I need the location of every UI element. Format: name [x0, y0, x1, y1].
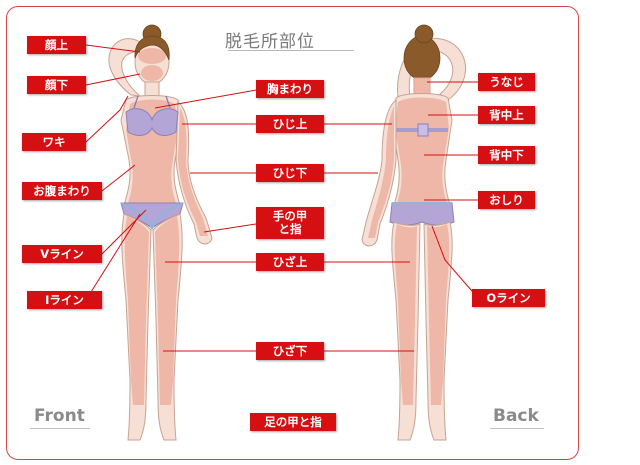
- label-elbow-down: ひじ下: [256, 164, 324, 182]
- label-hip: おしり: [478, 191, 535, 209]
- label-back-lower: 背中下: [478, 146, 535, 164]
- label-o-line: Oライン: [472, 289, 545, 307]
- title-underline: [228, 50, 354, 51]
- back-figure: [361, 24, 466, 441]
- label-i-line: Iライン: [27, 291, 102, 309]
- diagram-title: 脱毛所部位: [225, 32, 315, 52]
- back-view-label: Back: [493, 406, 539, 426]
- label-hand-line2: と指: [278, 222, 302, 236]
- label-abdomen: お腹まわり: [22, 182, 102, 200]
- label-armpit: ワキ: [22, 133, 86, 151]
- label-face-upper: 顔上: [27, 36, 86, 54]
- label-nape: うなじ: [478, 73, 535, 91]
- connector-lines: [85, 44, 479, 352]
- front-view-label: Front: [34, 406, 85, 426]
- label-hand-line1: 手の甲: [272, 209, 308, 224]
- label-knee-up: ひざ上: [256, 253, 324, 271]
- label-foot: 足の甲と指: [250, 413, 336, 431]
- back-view-underline: [490, 428, 544, 429]
- label-v-line: Vライン: [22, 245, 102, 263]
- front-figure: [108, 24, 213, 441]
- front-view-underline: [30, 428, 90, 429]
- label-hand: 手の甲 と指: [256, 207, 324, 239]
- label-elbow-up: ひじ上: [256, 115, 324, 133]
- label-chest: 胸まわり: [256, 80, 324, 98]
- label-face-lower: 顔下: [27, 76, 86, 94]
- label-knee-down: ひざ下: [256, 342, 324, 360]
- label-back-upper: 背中上: [478, 106, 535, 124]
